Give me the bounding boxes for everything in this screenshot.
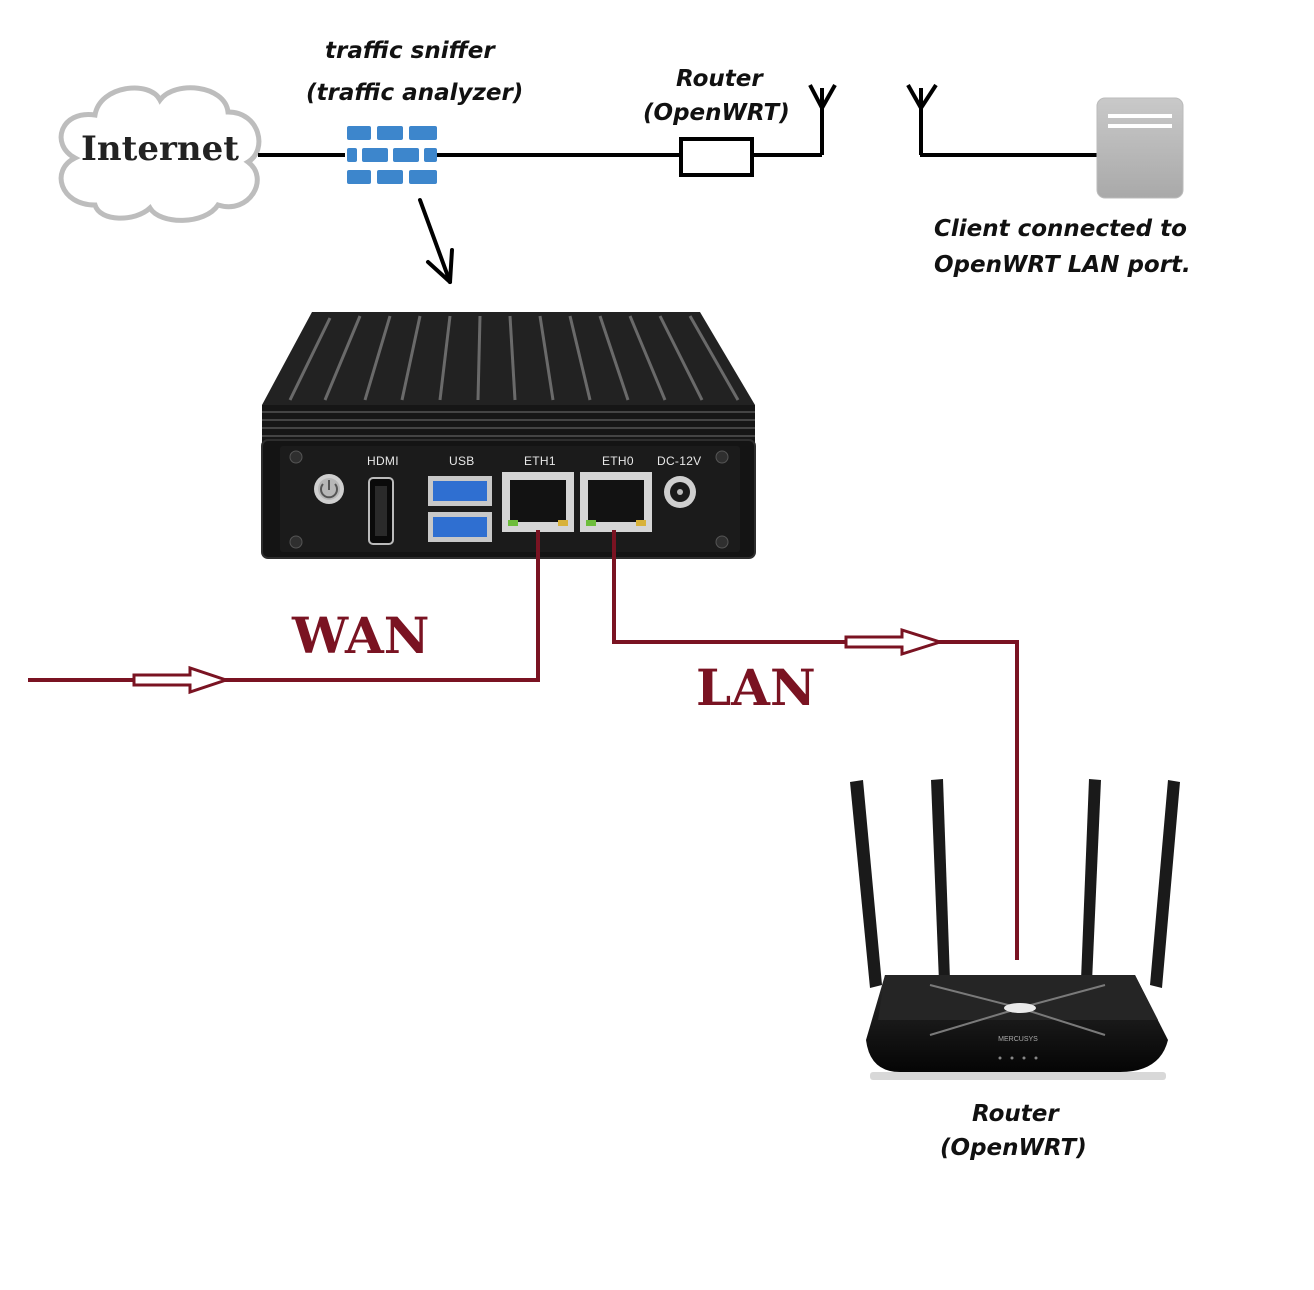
eth1-port-label: ETH1 — [524, 454, 556, 468]
mini-pc-icon — [261, 312, 756, 559]
lan-label: LAN — [696, 658, 816, 717]
firewall-icon — [347, 126, 437, 184]
client-label-line1: Client connected to — [934, 216, 1187, 242]
router-top-label-line1: Router — [676, 66, 763, 92]
eth0-port-label: ETH0 — [602, 454, 634, 468]
usb-port-label: USB — [449, 454, 475, 468]
resistor-router-icon — [679, 137, 754, 177]
sniffer-label-line2: (traffic analyzer) — [306, 80, 524, 106]
dc-port-label: DC-12V — [657, 454, 702, 468]
sniffer-arrow — [418, 198, 454, 284]
client-label-line2: OpenWRT LAN port. — [934, 252, 1191, 278]
router-bottom-label-line1: Router — [972, 1101, 1059, 1127]
wan-cable — [28, 530, 540, 695]
router-bottom-label-line2: (OpenWRT) — [940, 1135, 1087, 1161]
wan-label: WAN — [292, 606, 430, 665]
antenna-icon — [808, 84, 837, 155]
sniffer-label-line1: traffic sniffer — [325, 38, 495, 64]
router-top-label-line2: (OpenWRT) — [643, 100, 790, 126]
server-icon — [1096, 97, 1184, 199]
internet-label: Internet — [81, 129, 239, 169]
cloud-icon — [58, 85, 262, 223]
antenna-icon — [906, 83, 938, 155]
lan-cable — [612, 530, 1019, 960]
router-brand-text: MERCUSYS — [998, 1036, 1038, 1043]
hdmi-port-label: HDMI — [367, 454, 399, 468]
wifi-router-icon: MERCUSYS — [850, 779, 1180, 1080]
